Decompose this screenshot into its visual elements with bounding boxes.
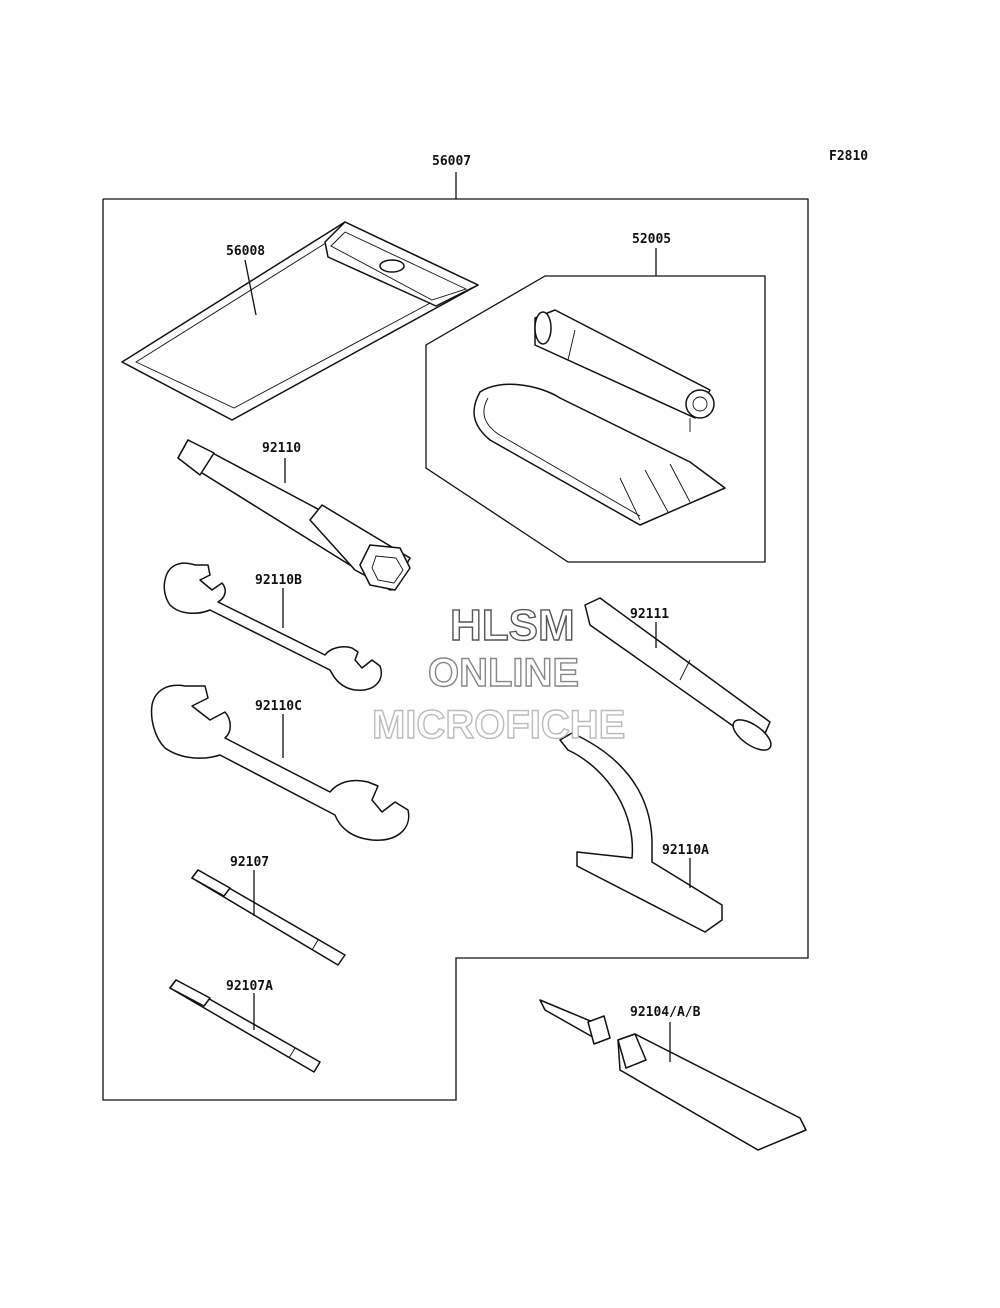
watermark-line2: ONLINE [428,651,579,695]
watermark-line3: MICROFICHE [372,703,625,747]
callout-92110B: 92110B [255,573,302,588]
tool-case[interactable] [121,221,479,421]
callout-56007: 56007 [432,154,471,169]
callout-92110A: 92110A [662,843,709,858]
callout-92104: 92104/A/B [630,1005,701,1020]
plug-wrench[interactable] [177,439,411,591]
hook-wrench[interactable] [559,732,723,933]
open-end-wrench-large[interactable] [150,684,410,841]
air-pump[interactable] [534,309,715,432]
callout-92111: 92111 [630,607,669,622]
callout-92110: 92110 [262,441,301,456]
figure-code: F2810 [829,149,868,164]
screwdriver[interactable] [191,869,346,966]
callout-92110C: 92110C [255,699,302,714]
kit-boundary [102,172,809,1101]
callout-92107: 92107 [230,855,269,870]
pump-pouch[interactable] [473,383,726,526]
tube-and-nozzle[interactable] [539,999,807,1151]
screwdriver-a[interactable] [169,979,321,1073]
callout-52005: 52005 [632,232,671,247]
callout-56008: 56008 [226,244,265,259]
open-end-wrench-small[interactable] [163,562,382,691]
callout-92107A: 92107A [226,979,273,994]
watermark-line1: HLSM [450,601,575,650]
handle-tube[interactable] [584,597,776,756]
pump-kit-box [425,248,766,563]
